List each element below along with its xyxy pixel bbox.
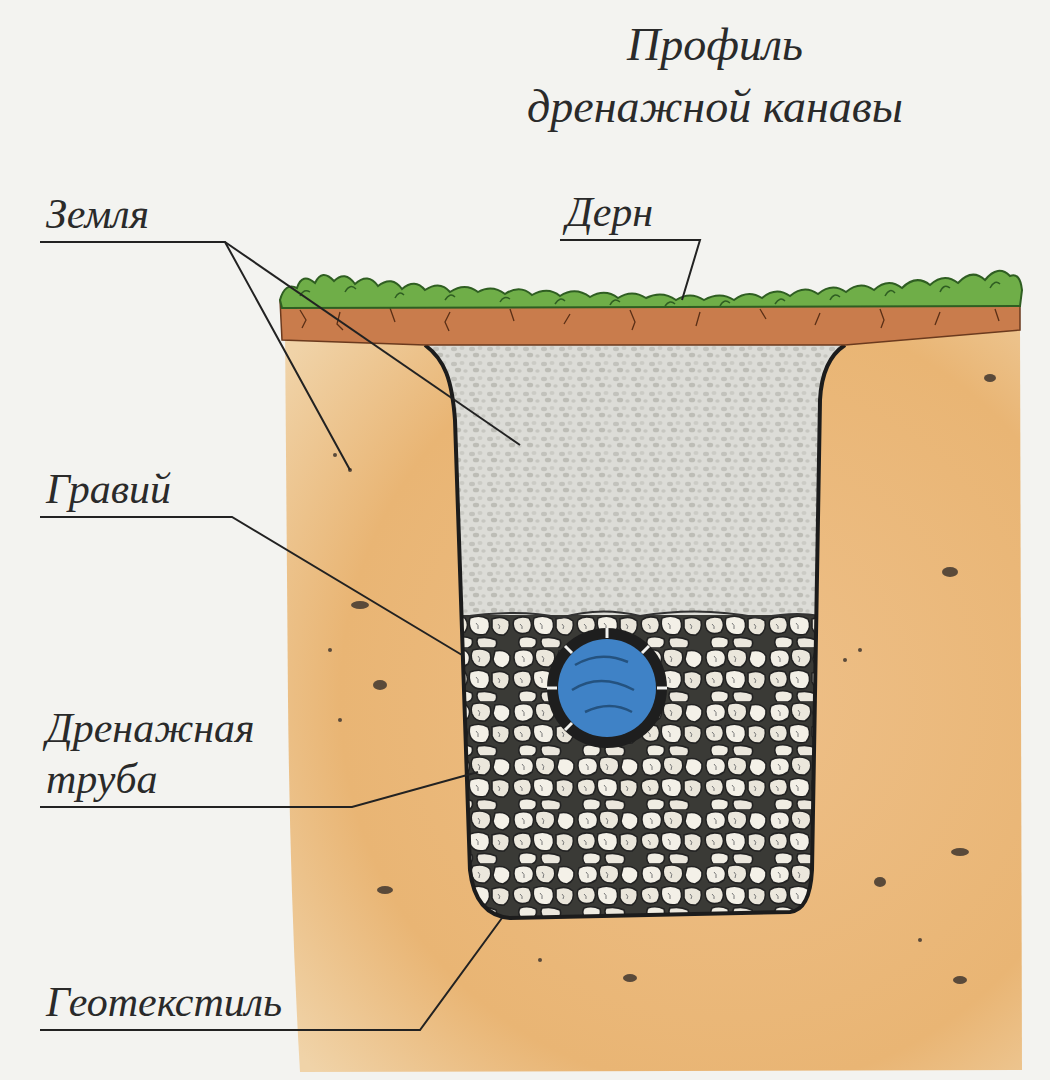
part-label-anchor: Земля [46, 189, 149, 239]
part-label: Геотекстиль [46, 977, 282, 1027]
part-label-anchor: Дерн [566, 187, 653, 237]
part-label-anchor: Гравий [46, 464, 171, 514]
diagram-title: Профиль дренажной канавы [527, 14, 903, 138]
diagram-title-anchor: Профиль дренажной канавы [527, 14, 903, 138]
part-label-anchor: Дренажная труба [46, 703, 146, 804]
part-label: Гравий [46, 464, 171, 514]
part-label-anchor: Геотекстиль [46, 977, 282, 1027]
part-label: Дренажная труба [46, 703, 146, 804]
part-label: Земля [46, 189, 149, 239]
part-label: Дерн [566, 187, 653, 237]
